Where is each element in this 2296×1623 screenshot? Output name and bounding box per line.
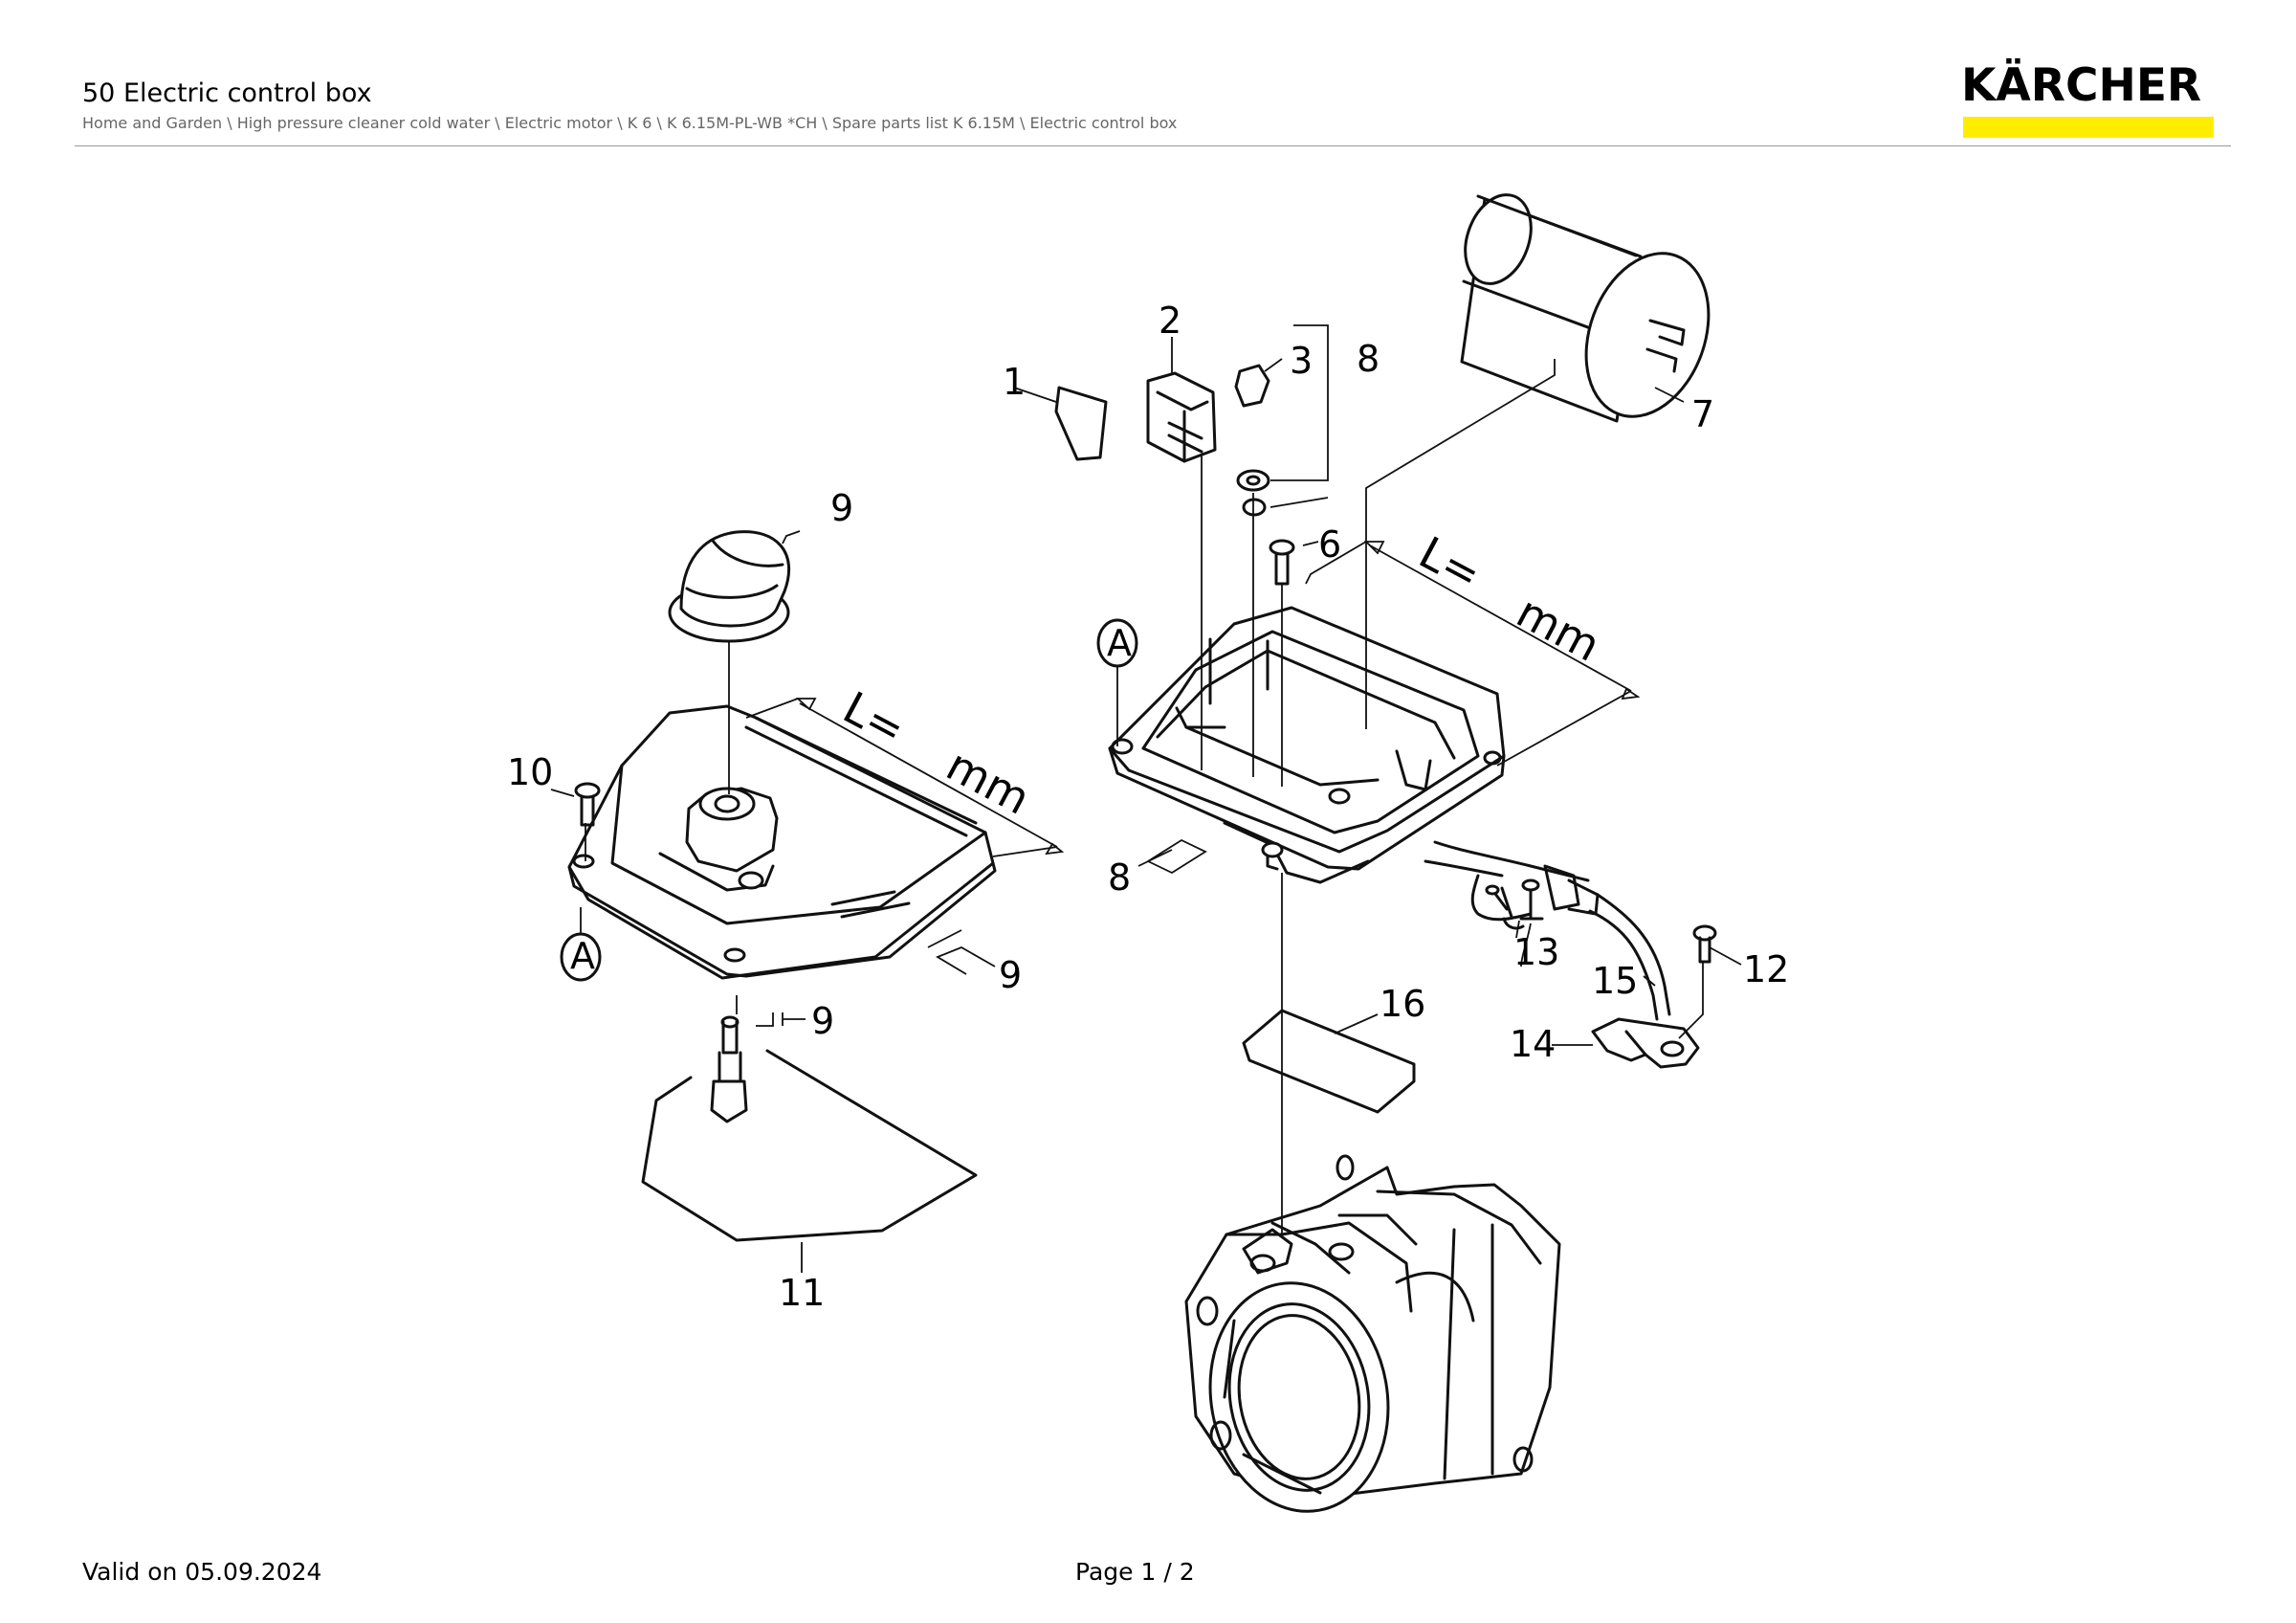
- logo-wordmark: KÄRCHER: [1961, 59, 2202, 112]
- karcher-logo: KÄRCHER: [1961, 63, 2214, 138]
- page-number: Page 1 / 2: [1075, 1558, 1195, 1586]
- logo-yellow-bar: [1963, 117, 2214, 138]
- callout-16: 16: [1380, 983, 1425, 1025]
- dimension-mm-right: mm: [1509, 586, 1608, 672]
- capacitor-part: [1460, 193, 1711, 423]
- screw-6: [1269, 539, 1295, 586]
- control-box-housing: [1108, 606, 1506, 884]
- callout-6: 6: [1318, 523, 1341, 566]
- callout-3: 3: [1290, 340, 1313, 382]
- callout-11: 11: [779, 1272, 825, 1314]
- cable-assembly: [1424, 840, 1671, 1021]
- washer-part: [1236, 469, 1270, 517]
- callout-9-right: 9: [999, 954, 1022, 996]
- callout-a-left: A: [570, 935, 595, 977]
- gasket-16: [1242, 1009, 1416, 1114]
- callout-9-lower: 9: [811, 1000, 834, 1042]
- screw-12: [1692, 924, 1717, 964]
- callout-2: 2: [1159, 300, 1181, 342]
- control-knob: [668, 530, 791, 643]
- callout-1: 1: [1003, 361, 1026, 403]
- callout-13: 13: [1513, 931, 1559, 973]
- callout-9: 9: [830, 487, 853, 529]
- leader-lines: [550, 324, 1742, 1273]
- callout-8: 8: [1357, 338, 1380, 380]
- switch-part: [1146, 371, 1217, 463]
- callout-14: 14: [1510, 1023, 1556, 1065]
- seal-11: [641, 1049, 978, 1242]
- header-divider: [75, 145, 2231, 146]
- dimension-l-right: L=: [1411, 526, 1490, 601]
- clip-part: [1234, 364, 1270, 408]
- callout-15: 15: [1592, 960, 1638, 1002]
- callout-7: 7: [1691, 393, 1714, 435]
- callout-10: 10: [507, 751, 553, 793]
- lever-part: [1054, 386, 1108, 461]
- motor-housing: [1184, 1154, 1561, 1513]
- valid-date: Valid on 05.09.2024: [82, 1558, 322, 1586]
- callout-8-lower: 8: [1108, 856, 1131, 899]
- screw-10: [574, 782, 601, 827]
- breadcrumb: Home and Garden \ High pressure cleaner …: [82, 114, 1178, 132]
- page-title: 50 Electric control box: [82, 78, 372, 108]
- cable-clamp-14: [1591, 1017, 1700, 1069]
- callout-12: 12: [1743, 948, 1789, 990]
- callout-a-right: A: [1107, 622, 1132, 664]
- cover-part: [567, 704, 997, 980]
- dimension-l-left: L=: [835, 681, 914, 756]
- plunger-9: [710, 1015, 748, 1123]
